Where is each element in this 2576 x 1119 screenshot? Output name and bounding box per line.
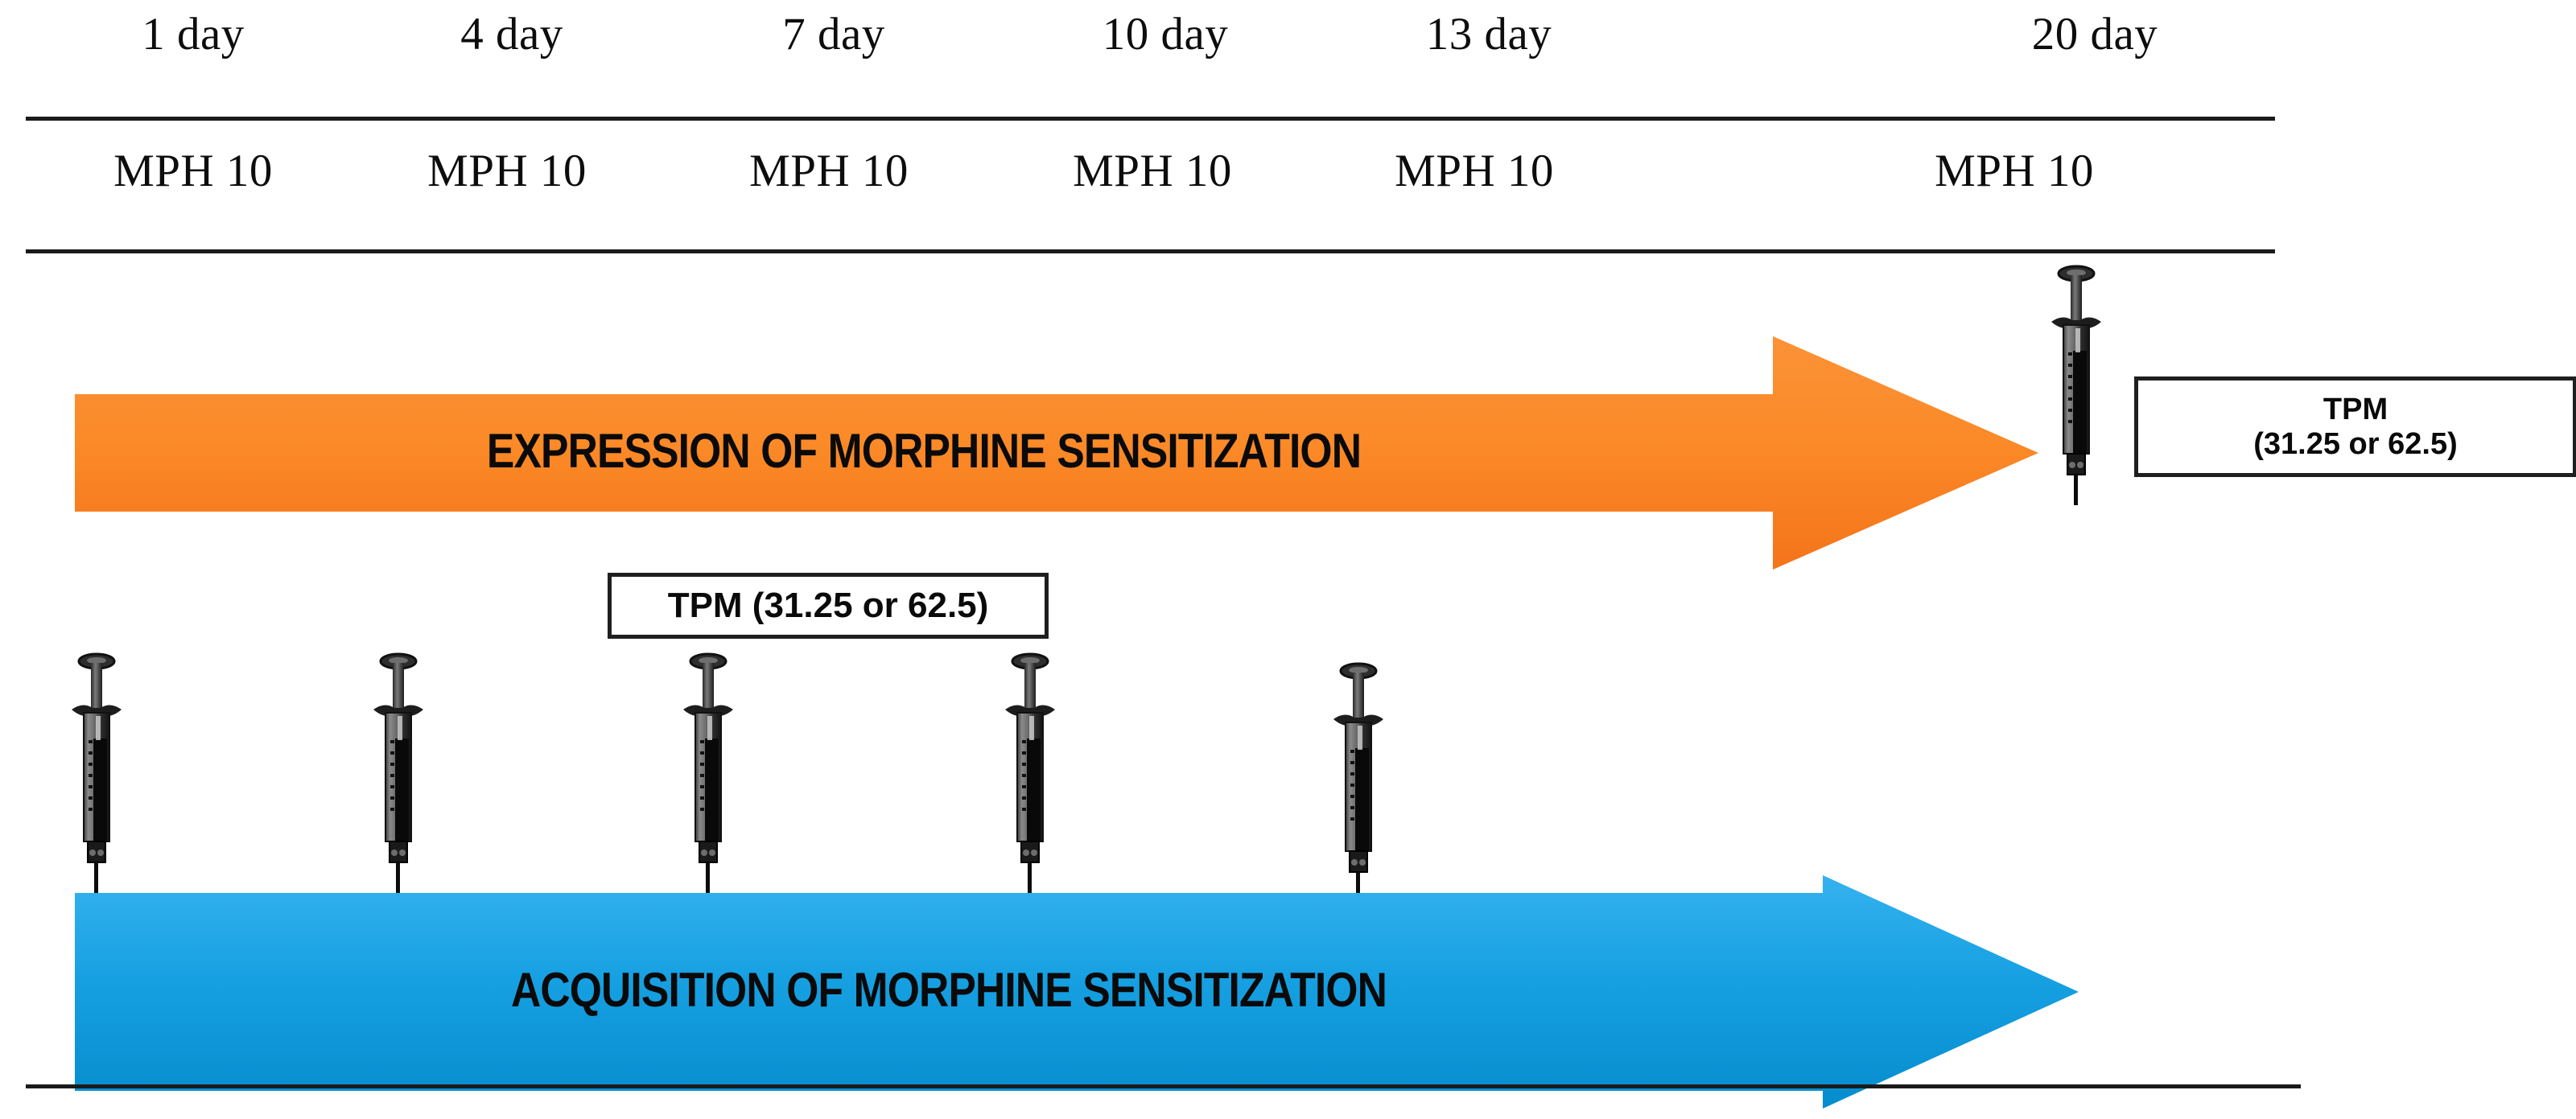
table-rule-middle — [26, 249, 2275, 253]
treatment-cell-6: MPH 10 — [1935, 146, 2094, 196]
treatment-cell-4: MPH 10 — [1073, 146, 1232, 196]
syringe-icon-10day — [1002, 652, 1058, 897]
acquisition-tpm-callout: TPM (31.25 or 62.5) — [608, 573, 1049, 639]
expression-tpm-line1: TPM — [2323, 392, 2388, 426]
treatment-cell-3: MPH 10 — [749, 146, 909, 196]
treatment-cell-5: MPH 10 — [1395, 146, 1554, 196]
day-header-3: 7 day — [782, 9, 885, 60]
table-rule-top — [26, 117, 2275, 121]
syringe-icon-1day — [68, 652, 125, 897]
expression-tpm-line2: (31.25 or 62.5) — [2253, 426, 2458, 461]
syringe-icon-13day — [1330, 661, 1387, 907]
acquisition-phase-arrow: ACQUISITION OF MORPHINE SENSITIZATION — [75, 875, 2079, 1109]
syringe-icon-7day — [680, 652, 736, 897]
day-header-6: 20 day — [2031, 9, 2158, 60]
treatment-cell-2: MPH 10 — [427, 146, 587, 196]
table-rule-bottom — [26, 1084, 2301, 1088]
day-header-1: 1 day — [142, 9, 245, 60]
acquisition-tpm-line1: TPM (31.25 or 62.5) — [667, 586, 989, 626]
syringe-icon-20day — [2048, 264, 2104, 509]
day-header-4: 10 day — [1102, 9, 1229, 60]
treatment-cell-1: MPH 10 — [113, 146, 273, 196]
day-header-2: 4 day — [460, 9, 563, 60]
syringe-icon-4day — [370, 652, 427, 897]
expression-phase-arrow: EXPRESSION OF MORPHINE SENSITIZATION — [75, 336, 2038, 570]
day-header-5: 13 day — [1425, 9, 1552, 60]
expression-tpm-callout: TPM (31.25 or 62.5) — [2134, 376, 2576, 477]
